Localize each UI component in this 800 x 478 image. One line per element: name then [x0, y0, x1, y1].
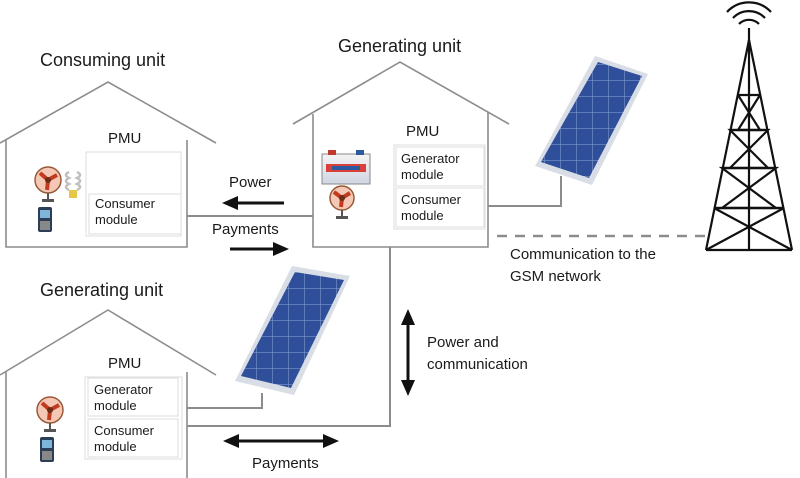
- power-and-communication-label: Power and communication: [427, 334, 528, 373]
- generating-unit-top-title: Generating unit: [338, 36, 462, 56]
- solar-panel-icon: [235, 266, 350, 395]
- generating-unit-bottom-generator-module-label: Generator module: [94, 382, 153, 413]
- gen-bottom-pmu-box: [84, 376, 183, 460]
- gen-top-consumer-box: [395, 187, 485, 228]
- cell-tower-icon: [704, 1, 794, 252]
- consumer-module-box: [88, 193, 182, 235]
- consuming-unit-title: Consuming unit: [40, 50, 166, 70]
- payments-bottom-arrow: [223, 434, 339, 448]
- solar-panel-icon: [535, 56, 648, 185]
- fan-icon: [34, 166, 62, 202]
- consuming-unit-pmu-label: PMU: [108, 130, 142, 147]
- battery-icon: [321, 150, 371, 185]
- light-bulb-icon: [64, 170, 82, 198]
- mobile-phone-icon: [40, 437, 54, 462]
- generating-unit-top-generator-module-label: Generator module: [401, 151, 460, 182]
- generating-unit-top-consumer-module-label: Consumer module: [401, 192, 461, 223]
- power-arrow: [222, 196, 284, 210]
- generating-unit-bottom-pmu-label: PMU: [108, 355, 142, 372]
- gen-top-generator-box: [395, 146, 485, 187]
- generating-unit-bottom-consumer-module-label: Consumer module: [94, 423, 154, 454]
- mobile-phone-icon: [38, 207, 52, 232]
- gsm-communication-label: Communication to the GSM network: [510, 246, 656, 285]
- power-and-communication-arrow: [401, 309, 415, 396]
- consuming-unit-consumer-module-label: Consumer module: [95, 196, 155, 227]
- payments-bottom-label: Payments: [252, 455, 319, 472]
- gen-bottom-consumer-box: [87, 418, 179, 458]
- consuming-unit-house: [0, 81, 217, 248]
- payments-top-arrow: [230, 242, 289, 256]
- gen-top-pmu-box: [393, 144, 486, 230]
- gen-bottom-generator-box: [87, 377, 179, 417]
- payments-top-label: Payments: [212, 221, 279, 238]
- power-lines: [187, 176, 562, 427]
- fan-icon: [36, 396, 64, 432]
- power-flow-label: Power: [229, 174, 272, 191]
- fan-icon: [329, 185, 355, 219]
- generating-unit-bottom-title: Generating unit: [40, 280, 164, 300]
- generating-unit-top-house: [292, 61, 510, 248]
- generating-unit-top-pmu-label: PMU: [406, 123, 440, 140]
